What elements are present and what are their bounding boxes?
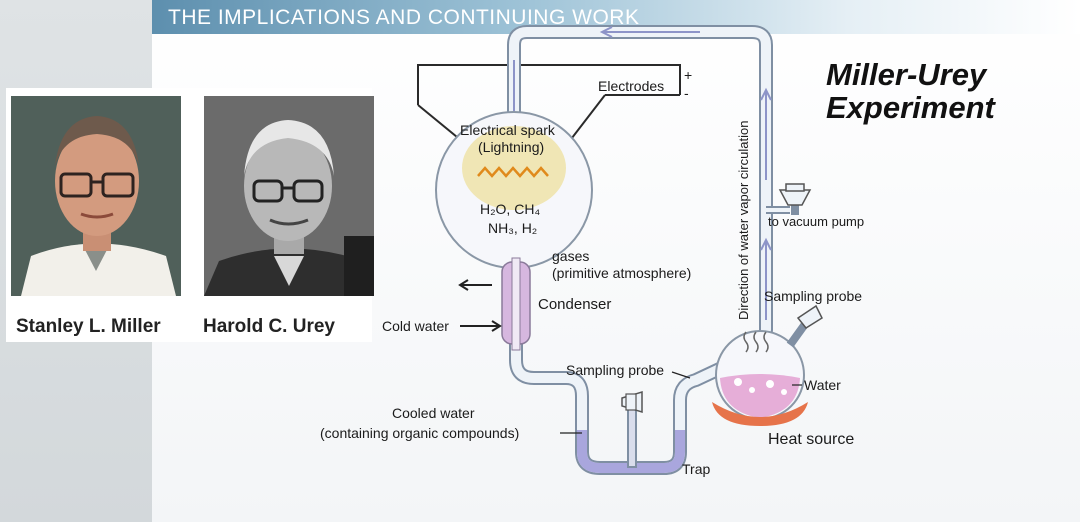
spark-flask <box>435 111 593 269</box>
electrode-minus-label: - <box>684 85 689 101</box>
vacuum-stopcock <box>778 183 812 206</box>
sampling-probe-right <box>786 304 823 348</box>
diagram-title: Miller-Urey Experiment <box>826 58 1066 124</box>
boiling-flask <box>712 304 823 426</box>
heat-source <box>712 402 808 426</box>
harold-urey-photo <box>204 96 374 296</box>
electrode-plus-label: + <box>684 67 692 83</box>
lightning-spark <box>477 166 549 178</box>
heat-source-label: Heat source <box>768 431 854 448</box>
diagram-title-line2: Experiment <box>826 90 995 125</box>
gases-label: gases <box>552 248 589 264</box>
electrical-spark-label: Electrical spark <box>460 122 556 138</box>
slide-title: THE IMPLICATIONS AND CONTINUING WORK <box>168 6 640 29</box>
organic-compounds-label: (containing organic compounds) <box>320 425 519 441</box>
condenser-label: Condenser <box>538 296 611 313</box>
vacuum-pump-label: to vacuum pump <box>768 214 864 229</box>
scientist-photo-card: Stanley L. Miller Harold C. Urey <box>6 88 374 342</box>
cooled-water-label: Cooled water <box>392 405 475 421</box>
circulation-direction-label: Direction of water vapor circulation <box>736 121 751 320</box>
cold-water-label: Cold water <box>382 318 449 334</box>
stanley-miller-photo <box>11 96 181 296</box>
primitive-atmosphere-label: (primitive atmosphere) <box>552 265 691 281</box>
harold-urey-caption: Harold C. Urey <box>203 316 335 337</box>
steam-icon <box>743 331 769 353</box>
sampling-probe-right-label: Sampling probe <box>764 288 862 304</box>
gas-formula-line2: NH₃, H₂ <box>488 220 537 236</box>
condenser <box>458 257 531 351</box>
lightning-label: (Lightning) <box>478 139 544 155</box>
sampling-probe-bottom-label: Sampling probe <box>566 362 664 378</box>
gas-formula-line1: H₂O, CH₄ <box>480 201 540 217</box>
diagram-title-line1: Miller-Urey <box>826 57 987 92</box>
sampling-probe-bottom <box>621 390 643 414</box>
water-label: Water <box>804 377 841 393</box>
trap-label: Trap <box>682 461 710 477</box>
label-pointer-lines <box>560 371 802 434</box>
stanley-miller-caption: Stanley L. Miller <box>16 316 161 337</box>
electrodes-label: Electrodes <box>598 78 664 94</box>
